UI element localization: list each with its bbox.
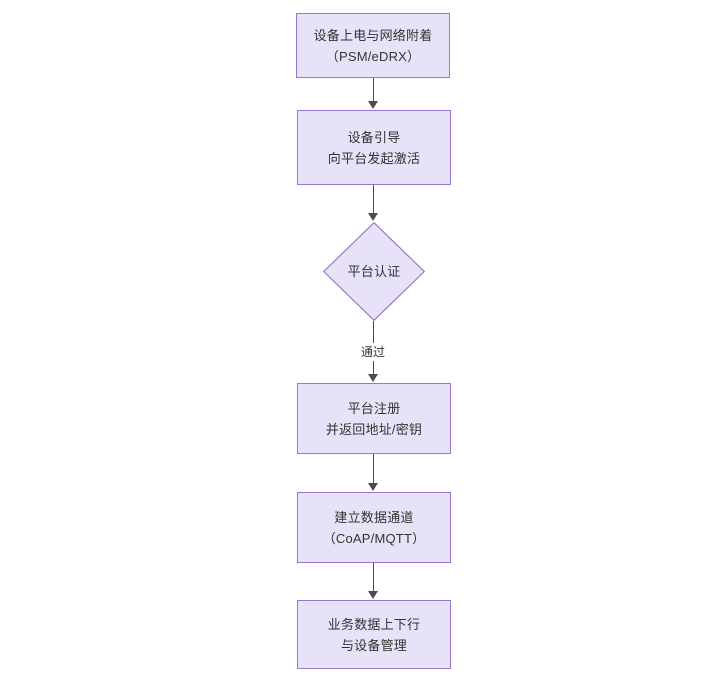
node-power-on[interactable]: 设备上电与网络附着 （PSM/eDRX）	[296, 13, 450, 78]
node-power-on-line-2: （PSM/eDRX）	[325, 48, 421, 64]
arrowhead-channel-to-service	[368, 591, 378, 599]
node-platform-auth-label: 平台认证	[347, 264, 401, 279]
connector-bootstrap-to-auth	[373, 185, 374, 214]
node-data-channel-line-2: （CoAP/MQTT）	[322, 530, 426, 546]
node-bootstrap-line-1: 设备引导	[347, 129, 401, 145]
arrowhead-auth-to-register	[368, 374, 378, 382]
node-service-data-line-2: 与设备管理	[340, 637, 407, 653]
node-bootstrap[interactable]: 设备引导 向平台发起激活	[297, 110, 451, 185]
arrowhead-power-on-to-bootstrap	[368, 101, 378, 109]
connector-channel-to-service	[373, 563, 374, 592]
edge-label-pass: 通过	[357, 343, 389, 361]
node-data-channel[interactable]: 建立数据通道 （CoAP/MQTT）	[297, 492, 451, 563]
node-service-data-line-1: 业务数据上下行	[327, 616, 421, 632]
arrowhead-bootstrap-to-auth	[368, 213, 378, 221]
connector-power-on-to-bootstrap	[373, 78, 374, 102]
node-data-channel-line-1: 建立数据通道	[334, 509, 414, 525]
node-service-data[interactable]: 业务数据上下行 与设备管理	[297, 600, 451, 669]
node-power-on-line-1: 设备上电与网络附着	[313, 27, 433, 43]
node-platform-auth[interactable]: 平台认证	[323, 222, 425, 321]
node-platform-register[interactable]: 平台注册 并返回地址/密钥	[297, 383, 451, 454]
node-platform-register-line-1: 平台注册	[347, 400, 401, 416]
diamond-shape-icon	[323, 222, 425, 321]
node-bootstrap-line-2: 向平台发起激活	[327, 150, 421, 166]
connector-register-to-channel	[373, 454, 374, 484]
arrowhead-register-to-channel	[368, 483, 378, 491]
node-platform-register-line-2: 并返回地址/密钥	[325, 421, 423, 437]
